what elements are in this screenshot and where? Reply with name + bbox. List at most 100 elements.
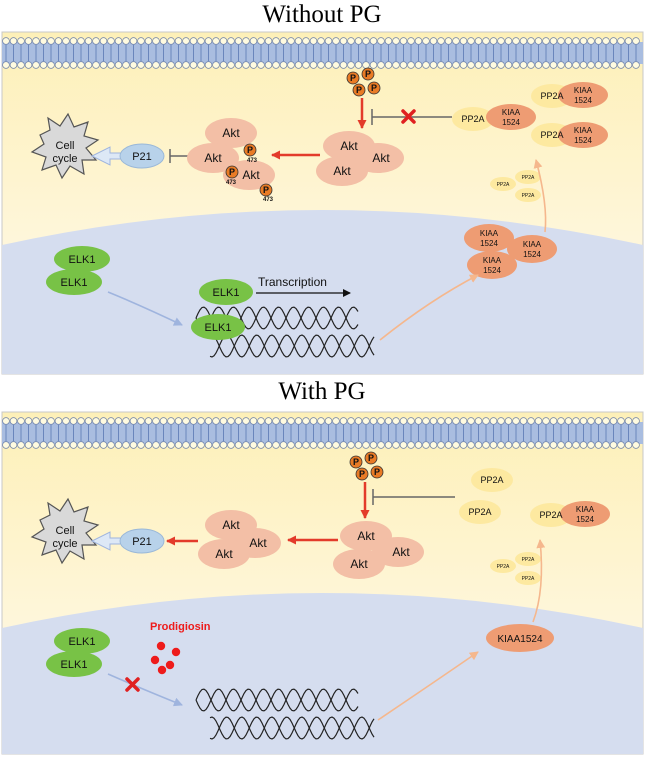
svg-text:KIAA: KIAA [480,229,499,238]
akt-trimer-phospho: Akt Akt Akt P 473 P 473 P 473 [187,118,275,203]
block-x-icon [401,109,416,124]
akt-label: Akt [242,168,260,182]
svg-text:ELK1: ELK1 [69,254,96,266]
svg-text:P: P [368,453,374,463]
akt-label: Akt [204,151,222,165]
svg-text:P: P [365,69,371,79]
cell-cycle-label-2: cycle [52,153,77,165]
pp2a-kiaa-complex: PP2A KIAA 1524 [530,501,610,527]
svg-text:473: 473 [226,180,237,186]
dna-helix [195,688,375,740]
akt-trimer: Akt Akt Akt [316,131,404,186]
pp2a-pool: PP2A PP2A PP2A [490,170,541,202]
elk1-dimer: ELK1 ELK1 [46,628,110,677]
svg-text:KIAA1524: KIAA1524 [497,634,542,645]
svg-text:P: P [350,73,356,83]
svg-text:cycle: cycle [52,538,77,550]
svg-text:P: P [247,145,253,155]
svg-text:473: 473 [263,197,274,203]
svg-text:PP2A: PP2A [497,564,510,570]
svg-text:P: P [229,167,235,177]
pp2a-kiaa-complex: PP2A KIAA 1524 [452,104,536,131]
panel-without-pg: Without PG Cell cycle P21 Akt Akt Akt [1,1,644,375]
svg-text:P: P [359,469,365,479]
svg-text:PP2A: PP2A [539,510,562,520]
svg-text:PP2A: PP2A [522,175,535,181]
block-x-icon [125,677,140,692]
kiaa1524-node [558,82,608,108]
svg-text:P: P [356,85,362,95]
akt-trimer: Akt Akt Akt [333,521,424,579]
svg-text:Akt: Akt [392,545,410,559]
svg-text:PP2A: PP2A [480,475,503,485]
cell-cycle-label-1: Cell [56,140,75,152]
nucleus [2,593,643,754]
pp2a-kiaa-complex: PP2A KIAA 1524 [531,122,608,148]
pp2a-kiaa-complex: PP2A KIAA 1524 [531,82,608,108]
panel-title: With PG [278,378,365,405]
export-arrow [533,159,547,233]
svg-text:P21: P21 [132,536,152,548]
svg-text:ELK1: ELK1 [61,277,88,289]
svg-text:1524: 1524 [523,250,541,259]
svg-text:Akt: Akt [215,547,233,561]
akt-node [187,143,239,173]
kiaa1524-node: KIAA1524 [486,624,554,652]
panel-with-pg: With PG Cell cycle P21 Akt Akt Akt [1,378,644,755]
svg-text:P: P [263,185,269,195]
akt-label: Akt [333,164,351,178]
starburst-icon [30,497,100,565]
svg-text:KIAA: KIAA [574,126,593,135]
svg-text:P: P [353,457,359,467]
svg-text:Akt: Akt [357,529,375,543]
svg-text:KIAA: KIAA [502,108,521,117]
p21-label: P21 [132,151,152,163]
phospho-site: P 473 [225,165,239,186]
starburst-icon [30,112,100,180]
cell-membrane [2,37,643,69]
svg-text:P: P [374,467,380,477]
svg-text:Akt: Akt [350,557,368,571]
svg-text:Akt: Akt [222,518,240,532]
akt-trimer: Akt Akt Akt [198,510,281,569]
svg-text:PP2A: PP2A [540,91,563,101]
export-arrow [532,539,546,623]
svg-text:Cell: Cell [56,525,75,537]
phosphate-cluster: P P P P [346,67,381,97]
pp2a-free: PP2A PP2A [459,468,513,524]
svg-text:PP2A: PP2A [522,576,535,582]
svg-text:KIAA: KIAA [483,256,502,265]
hollow-arrow [90,531,123,551]
transcription-label: Transcription [258,275,327,289]
p21-node [119,528,165,554]
svg-text:1524: 1524 [574,96,592,105]
akt-label: Akt [340,139,358,153]
svg-text:1524: 1524 [576,515,594,524]
svg-text:PP2A: PP2A [540,130,563,140]
akt-label: Akt [372,151,390,165]
akt-node [316,156,368,186]
pp2a-pool: PP2A PP2A PP2A [490,552,541,585]
svg-text:PP2A: PP2A [468,507,491,517]
translocation-arrow [107,291,183,326]
phospho-site: P 473 [243,143,258,164]
panel-title: Without PG [262,1,381,28]
expression-arrow [377,651,479,721]
cell-cycle-node: Cell cycle [30,497,100,565]
elk1-dimer: ELK1 ELK1 [46,246,110,295]
hollow-arrow [90,146,123,166]
kiaa1524-cluster: KIAA 1524 KIAA 1524 KIAA 1524 [464,224,557,279]
akt-label: Akt [222,126,240,140]
dna-helix [195,306,375,358]
prodigiosin-molecules [150,641,181,675]
akt-node [205,118,257,148]
kiaa1524-node [486,104,536,130]
svg-text:KIAA: KIAA [574,86,593,95]
translocation-arrow [107,673,183,707]
svg-text:1524: 1524 [502,118,520,127]
svg-text:ELK1: ELK1 [61,659,88,671]
svg-text:KIAA: KIAA [523,240,542,249]
expression-arrow [379,274,479,341]
p21-node [119,143,165,169]
